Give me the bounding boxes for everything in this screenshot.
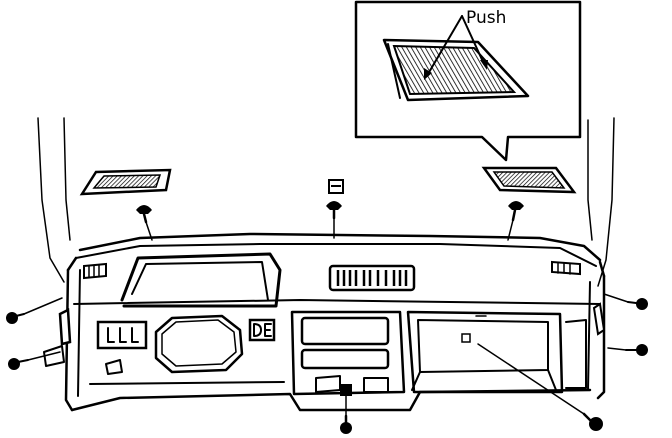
left-upper-screw	[6, 297, 63, 324]
right-upper-screw	[603, 293, 648, 310]
callout-frame	[354, 0, 582, 162]
windshield-outline	[37, 117, 615, 287]
right-end-panel	[565, 302, 606, 389]
left-defroster-vent	[79, 168, 172, 196]
detail-callout: Push	[354, 0, 582, 162]
left-switch-panel	[96, 320, 148, 375]
left-lower-screw	[8, 351, 61, 370]
push-label: Push	[466, 8, 506, 28]
detail-vent-grille	[382, 38, 530, 102]
glove-box-opening	[406, 310, 564, 394]
top-screw-center	[326, 201, 342, 239]
center-air-vents	[328, 264, 416, 292]
bottom-center-clip	[340, 384, 352, 396]
left-side-vent	[83, 262, 107, 280]
bottom-right-screw	[477, 343, 603, 431]
gauge-opening	[154, 314, 244, 374]
top-screw-right	[507, 201, 524, 241]
left-end-panel	[43, 308, 72, 367]
right-side-vent	[551, 260, 581, 276]
hazard-switch	[248, 318, 276, 342]
bottom-center-screw	[340, 391, 352, 434]
right-lower-screw	[607, 344, 648, 356]
push-arrows	[424, 15, 488, 80]
center-console	[290, 310, 406, 396]
top-screw-left	[136, 205, 153, 241]
dashboard-panel	[64, 232, 606, 412]
center-clip-symbol	[328, 179, 344, 194]
instrument-cluster-hood	[120, 252, 282, 308]
right-defroster-vent	[481, 166, 577, 194]
